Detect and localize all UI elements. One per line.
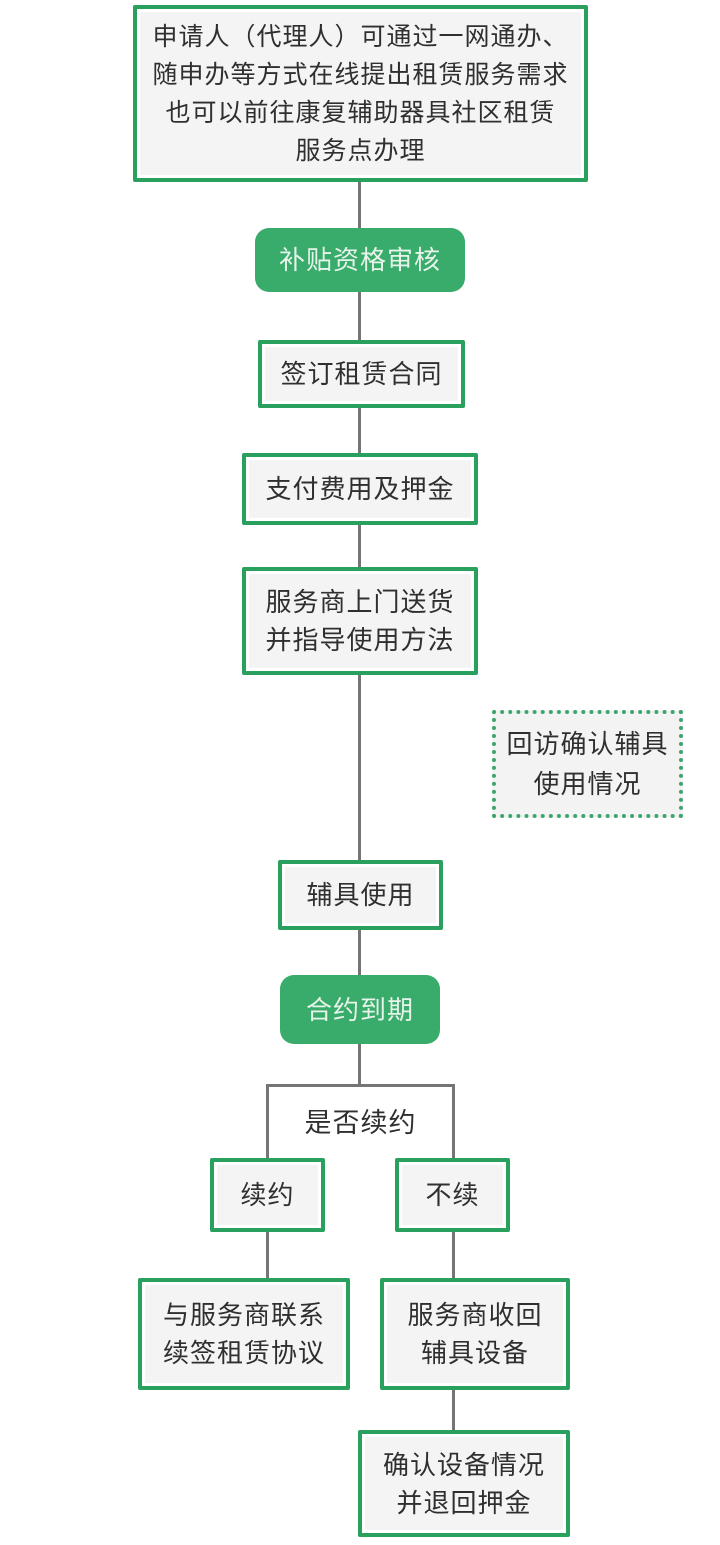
node-subsidy-review: 补贴资格审核 <box>255 228 465 292</box>
node-renew-sign-agreement: 与服务商联系 续签租赁协议 <box>138 1278 350 1390</box>
connector-deliver-use <box>358 675 361 860</box>
connector-collect-refund <box>452 1390 455 1430</box>
node-renew: 续约 <box>210 1158 325 1232</box>
node-followup-visit: 回访确认辅具 使用情况 <box>492 710 683 818</box>
node-refund-deposit: 确认设备情况 并退回押金 <box>358 1430 570 1537</box>
connector-review-sign <box>358 292 361 340</box>
node-apply: 申请人（代理人）可通过一网通办、 随申办等方式在线提出租赁服务需求 也可以前往康… <box>133 5 588 182</box>
decision-renew-or-not: 是否续约 <box>304 1107 417 1138</box>
node-device-use: 辅具使用 <box>278 860 443 930</box>
node-sign-contract: 签订租赁合同 <box>258 340 465 408</box>
connector-pay-deliver <box>358 525 361 567</box>
node-no-renew: 不续 <box>395 1158 510 1232</box>
connector-renew-action <box>266 1232 269 1278</box>
connector-expire-branch <box>358 1044 361 1084</box>
connector-norenew-collect <box>452 1232 455 1278</box>
branch-left-drop <box>266 1084 269 1158</box>
connector-apply-review <box>358 182 361 228</box>
connector-use-expire <box>358 930 361 975</box>
branch-right-drop <box>452 1084 455 1158</box>
node-delivery-guidance: 服务商上门送货 并指导使用方法 <box>242 567 478 675</box>
node-collect-device: 服务商收回 辅具设备 <box>380 1278 570 1390</box>
node-pay-deposit: 支付费用及押金 <box>242 453 478 525</box>
connector-sign-pay <box>358 408 361 453</box>
branch-horizontal-line <box>266 1084 455 1087</box>
node-contract-expire: 合约到期 <box>280 975 440 1044</box>
